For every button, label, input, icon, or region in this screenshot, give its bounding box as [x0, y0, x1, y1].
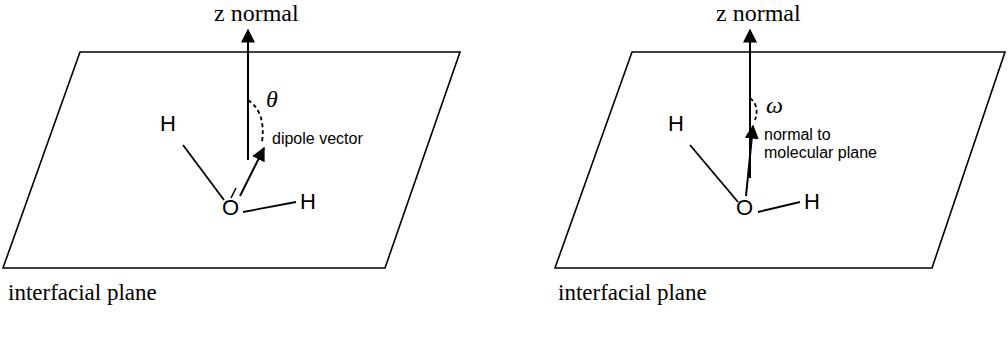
angle-symbol: ω — [766, 92, 783, 118]
atom-label: H — [804, 190, 820, 214]
oh-bond — [690, 145, 738, 202]
atom-label: H — [668, 112, 684, 136]
vector-label: dipole vector — [272, 130, 363, 148]
plane-label: interfacial plane — [8, 280, 157, 305]
angle-symbol: θ — [266, 86, 278, 112]
atom-label: O — [222, 196, 239, 220]
plane-label: interfacial plane — [558, 280, 707, 305]
vector-label: normal to molecular plane — [764, 126, 894, 161]
atom-label: H — [300, 190, 316, 214]
theta-arc — [248, 100, 263, 142]
z-normal-arrow — [247, 30, 249, 160]
oh-bond — [758, 202, 800, 212]
atom-label: H — [160, 112, 176, 136]
dipole-arrow — [240, 148, 264, 196]
oh-bond — [183, 145, 224, 200]
plane-normal-arrow — [746, 126, 753, 196]
interfacial-plane — [555, 52, 1005, 268]
axis-label: z normal — [214, 0, 299, 26]
oh-bond — [243, 202, 296, 212]
omega-arc — [750, 98, 757, 120]
axis-label: z normal — [716, 0, 801, 26]
interfacial-plane — [3, 52, 460, 268]
atom-label: O — [736, 196, 753, 220]
